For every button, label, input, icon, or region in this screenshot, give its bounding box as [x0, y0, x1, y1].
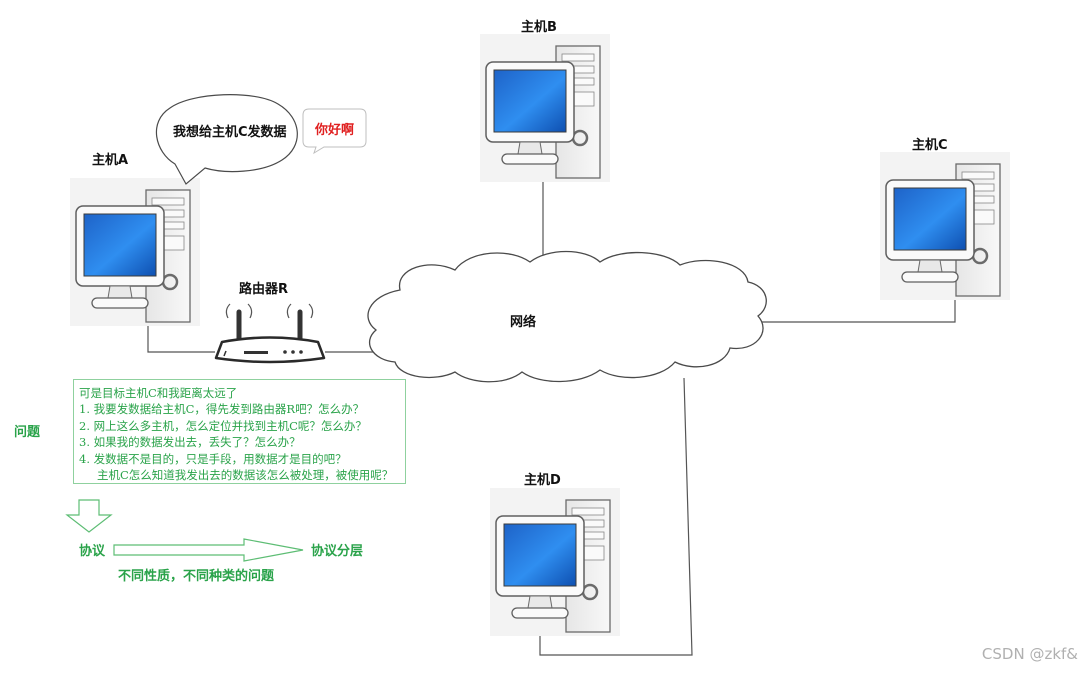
flow-caption: 不同性质，不同种类的问题 — [118, 568, 275, 584]
problem-box: 可是目标主机C和我距离太远了 1. 我要发数据给主机C，得先发到路由器R吧？怎么… — [73, 379, 406, 484]
router-label: 路由器R — [239, 281, 288, 297]
watermark: CSDN @zkf& — [981, 645, 1078, 663]
network-cloud — [367, 250, 767, 383]
host-d-computer — [488, 486, 622, 638]
host-b-computer — [478, 32, 612, 184]
problem-label: 问题 — [14, 424, 41, 440]
host-c-computer — [878, 150, 1012, 302]
thought-bubble — [155, 94, 298, 185]
network-label: 网络 — [510, 314, 536, 330]
host-d-label: 主机D — [524, 472, 561, 488]
down-arrow — [65, 499, 113, 533]
greeting-text: 你好啊 — [314, 122, 354, 138]
thought-text: 我想给主机C发数据 — [173, 124, 287, 140]
host-c-label: 主机C — [912, 137, 948, 153]
host-a-computer — [68, 176, 202, 328]
problem-line-4: 4. 发数据不是目的，只是手段，用数据才是目的吧？ — [79, 451, 347, 466]
problem-line-5: 主机C怎么知道我发出去的数据该怎么被处理，被使用呢？ — [97, 467, 394, 482]
protocol-label: 协议 — [79, 543, 106, 559]
problem-line-3: 3. 如果我的数据发出去，丢失了？怎么办？ — [79, 435, 301, 450]
link-hostD-network — [539, 377, 693, 656]
host-b-label: 主机B — [521, 19, 557, 35]
greeting-callout — [302, 108, 367, 155]
connection-lines — [147, 180, 956, 656]
link-hostC-network — [756, 300, 956, 323]
problem-line-1: 1. 我要发数据给主机C，得先发到路由器R吧？怎么办？ — [79, 402, 365, 417]
problem-line-0: 可是目标主机C和我距离太远了 — [79, 386, 238, 400]
link-hostA-router — [147, 325, 215, 353]
problem-line-2: 2. 网上这么多主机，怎么定位并找到主机C呢？怎么办？ — [79, 418, 367, 433]
layering-label: 协议分层 — [311, 543, 363, 559]
router-device — [214, 303, 326, 364]
right-arrow — [113, 538, 304, 562]
host-a-label: 主机A — [92, 152, 128, 168]
